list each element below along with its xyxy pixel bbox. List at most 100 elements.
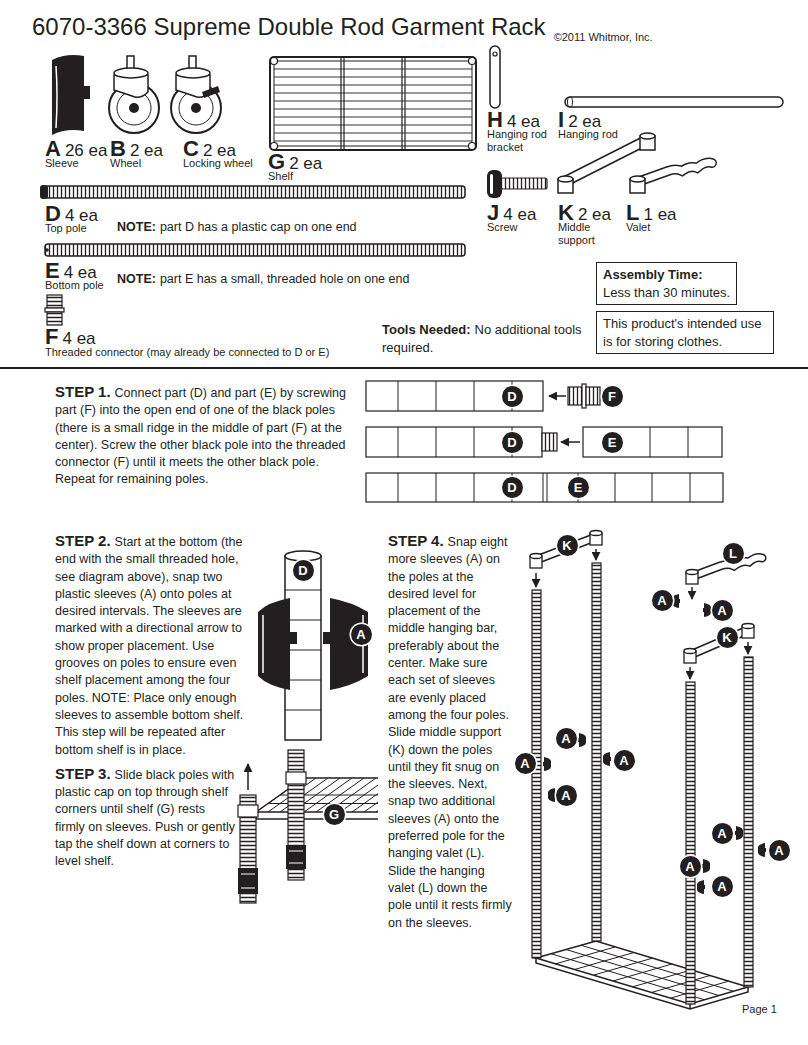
- step4-figure: [530, 531, 766, 1010]
- callout-letter: G: [329, 808, 339, 821]
- callout-circle: K: [717, 627, 738, 648]
- top-pole-icon: [40, 185, 465, 199]
- callout-circle: E: [602, 432, 623, 453]
- label-group: NOTE:part E has a small, threaded hole o…: [117, 272, 409, 286]
- step4-figure: [691, 587, 693, 599]
- step2-figure: [262, 615, 264, 673]
- step1-figure: [542, 433, 557, 451]
- step4-figure: [689, 667, 691, 679]
- label-group: Middle support: [558, 221, 608, 247]
- step1-figure: [366, 473, 723, 502]
- step1-figure: [586, 387, 600, 405]
- step2-figure: [285, 590, 321, 710]
- bracket-icon: [493, 52, 497, 56]
- callout-circle: D: [502, 432, 523, 453]
- step-text: Slide black poles with plastic cap on to…: [55, 768, 235, 868]
- step1-figure: [366, 427, 542, 457]
- valet-icon: [640, 163, 712, 181]
- page-title: 6070-3366 Supreme Double Rod Garment Rac…: [32, 13, 546, 41]
- step4-figure: [603, 752, 611, 766]
- label-group: Shelf: [268, 170, 293, 183]
- callout-circle: A: [712, 876, 733, 897]
- callout-letter: A: [619, 754, 628, 767]
- step4-figure: [686, 570, 698, 575]
- shelf-icon: [341, 57, 405, 150]
- step2-figure: [290, 632, 297, 644]
- step-heading: STEP 2.: [55, 532, 111, 549]
- step4-figure: [747, 642, 749, 654]
- connector-icon: [45, 295, 64, 325]
- step2-figure: [285, 556, 321, 740]
- middle-support-icon: [566, 140, 647, 181]
- callout-circle: K: [557, 535, 578, 556]
- step4-figure: [686, 682, 695, 1004]
- step4-figure: [697, 880, 705, 894]
- page-number: Page 1: [742, 1003, 777, 1015]
- shelf-icon: [271, 58, 278, 65]
- step1-figure: [561, 441, 580, 443]
- shelf-icon: [271, 143, 278, 150]
- step3-figure: [238, 805, 258, 817]
- callout-letter: K: [562, 539, 571, 552]
- callout-circle: A: [515, 753, 536, 774]
- step3-figure: [289, 851, 303, 863]
- part-count: 4 ea: [62, 329, 95, 348]
- bracket-icon: [490, 46, 500, 108]
- step4-figure: [532, 590, 541, 958]
- callout-letter: A: [356, 628, 365, 641]
- sleeve-icon: [52, 55, 90, 135]
- callout-letter: E: [608, 436, 617, 449]
- tools-label: Tools Needed:: [382, 322, 471, 337]
- part-name: Shelf: [268, 170, 293, 182]
- step1-figure: [366, 381, 543, 411]
- callout-circle: F: [602, 386, 623, 407]
- step1-figure: [398, 473, 690, 502]
- label-group: Screw: [487, 221, 518, 234]
- step1-figure: [568, 387, 582, 405]
- label-group: ©2011 Whitmor, Inc.: [554, 31, 653, 43]
- connector-icon: [47, 295, 62, 308]
- part-name: Sleeve: [45, 157, 79, 169]
- callout-circle: A: [680, 856, 701, 877]
- label-group: STEP 2.Start at the bottom (the end with…: [55, 532, 258, 759]
- shelf-icon: [469, 143, 476, 150]
- callout-letter: A: [717, 880, 726, 893]
- label-group: Valet: [626, 221, 650, 234]
- step4-figure: [543, 757, 551, 771]
- middle-support-icon: [566, 140, 647, 181]
- callout-letter: D: [507, 481, 516, 494]
- top-pole-icon: [45, 186, 465, 198]
- step3-figure: [256, 778, 378, 819]
- step-text: Start at the bottom (the end with the sm…: [55, 535, 243, 757]
- step4-figure: [702, 859, 710, 873]
- locking-wheel-icon: [191, 103, 201, 113]
- middle-support-icon: [558, 133, 655, 193]
- step1-figure: [398, 381, 512, 411]
- callout-letter: D: [298, 564, 307, 577]
- label-group: Tools Needed:No additional tools require…: [382, 321, 590, 356]
- wheel-icon: [109, 56, 159, 133]
- step1-figure: [398, 427, 512, 457]
- bracket-icon: [490, 46, 500, 108]
- step4-figure: [703, 603, 711, 617]
- screw-icon: [501, 178, 547, 189]
- copyright-note: ©2011 Whitmor, Inc.: [554, 31, 653, 43]
- divider-rule: [0, 367, 808, 369]
- shelf-icon: [274, 69, 472, 141]
- callout-circle: A: [614, 750, 635, 771]
- step1-figure: [583, 427, 722, 457]
- bottom-pole-icon: [45, 248, 49, 252]
- part-name: Top pole: [45, 222, 87, 234]
- callout-circle: G: [324, 804, 345, 825]
- shelf-icon: [270, 57, 476, 150]
- info-box: This product's intended use is for stori…: [596, 311, 774, 354]
- step2-figure: [258, 598, 290, 690]
- label-group: Page 1: [742, 1003, 777, 1015]
- callout-letter: E: [574, 481, 583, 494]
- step1-figure: [549, 395, 566, 397]
- step4-figure: [742, 624, 754, 629]
- callout-letter: A: [717, 604, 726, 617]
- label-group: Locking wheel: [183, 157, 253, 170]
- callout-letter: A: [685, 860, 694, 873]
- step2-figure: [258, 551, 368, 740]
